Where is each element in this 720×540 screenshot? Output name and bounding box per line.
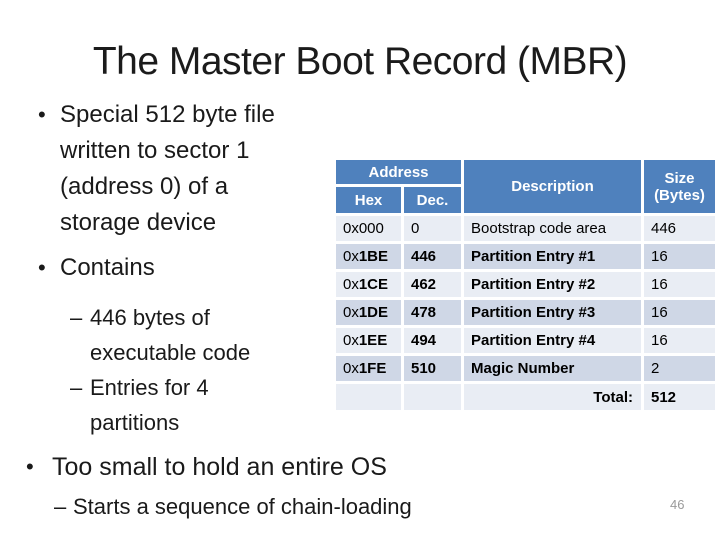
table-header-row-1: Address Description Size (Bytes) [336, 160, 715, 213]
hex-cell: 0x1CE [336, 272, 401, 297]
total-value: 512 [644, 384, 715, 410]
sub-bullet-entries: Entries for 4 partitions [26, 370, 334, 440]
dec-cell: 510 [404, 356, 461, 381]
total-label: Total: [464, 384, 641, 410]
hex-value: 1CE [358, 276, 389, 293]
empty-cell [336, 384, 401, 410]
hex-prefix: 0x [343, 360, 359, 377]
size-cell: 16 [644, 244, 715, 269]
dec-cell: 494 [404, 328, 461, 353]
table-row-partition-1: 0x1BE 446 Partition Entry #1 16 [336, 244, 715, 269]
dec-cell: 478 [404, 300, 461, 325]
size-cell: 446 [644, 216, 715, 241]
hex-prefix: 0x [343, 304, 359, 321]
table-row-partition-2: 0x1CE 462 Partition Entry #2 16 [336, 272, 715, 297]
dec-cell: 446 [404, 244, 461, 269]
hex-cell: 0x1BE [336, 244, 401, 269]
desc-cell: Partition Entry #2 [464, 272, 641, 297]
desc-cell: Magic Number [464, 356, 641, 381]
header-size-bytes: Size (Bytes) [644, 160, 715, 213]
hex-prefix: 0x [343, 248, 359, 265]
table-row-total: Total: 512 [336, 384, 715, 410]
table-row-partition-4: 0x1EE 494 Partition Entry #4 16 [336, 328, 715, 353]
hex-cell: 0x000 [336, 216, 401, 241]
size-cell: 16 [644, 272, 715, 297]
bullet-item-special-512: Special 512 byte file written to sector … [26, 97, 334, 241]
sub-bullet-446-bytes: 446 bytes of executable code [26, 300, 334, 370]
hex-prefix: 0x [343, 220, 359, 237]
header-hex: Hex [336, 187, 401, 213]
hex-value: 000 [358, 220, 384, 237]
table-row-magic-number: 0x1FE 510 Magic Number 2 [336, 356, 715, 381]
table-row-partition-3: 0x1DE 478 Partition Entry #3 16 [336, 300, 715, 325]
table-row-bootstrap: 0x000 0 Bootstrap code area 446 [336, 216, 715, 241]
page-number: 46 [670, 497, 685, 512]
hex-cell: 0x1EE [336, 328, 401, 353]
bullet-list-bottom: Too small to hold an entire OS Starts a … [26, 451, 506, 522]
size-cell: 16 [644, 328, 715, 353]
hex-value: 1FE [358, 360, 387, 377]
header-description: Description [464, 160, 641, 213]
dec-cell: 462 [404, 272, 461, 297]
bullet-item-contains: Contains [26, 250, 334, 286]
mbr-layout-table: Address Description Size (Bytes) Hex Dec… [333, 157, 718, 413]
hex-prefix: 0x [343, 332, 359, 349]
header-dec: Dec. [404, 187, 461, 213]
desc-cell: Partition Entry #3 [464, 300, 641, 325]
hex-cell: 0x1DE [336, 300, 401, 325]
slide-title: The Master Boot Record (MBR) [92, 40, 628, 83]
desc-cell: Partition Entry #4 [464, 328, 641, 353]
hex-value: 1DE [358, 304, 389, 321]
size-cell: 2 [644, 356, 715, 381]
bullet-item-too-small: Too small to hold an entire OS [26, 451, 506, 483]
desc-cell: Partition Entry #1 [464, 244, 641, 269]
bullet-list-top: Special 512 byte file written to sector … [26, 97, 334, 440]
hex-prefix: 0x [343, 276, 359, 293]
hex-value: 1EE [358, 332, 388, 349]
dec-cell: 0 [404, 216, 461, 241]
header-address: Address [336, 160, 461, 184]
sub-bullet-chain-loading: Starts a sequence of chain-loading [26, 492, 506, 522]
hex-cell: 0x1FE [336, 356, 401, 381]
table-header-row-2: Hex Dec. [336, 187, 715, 213]
empty-cell [404, 384, 461, 410]
hex-value: 1BE [358, 248, 389, 265]
size-cell: 16 [644, 300, 715, 325]
desc-cell: Bootstrap code area [464, 216, 641, 241]
sub-bullet-list: 446 bytes of executable code Entries for… [26, 300, 334, 440]
